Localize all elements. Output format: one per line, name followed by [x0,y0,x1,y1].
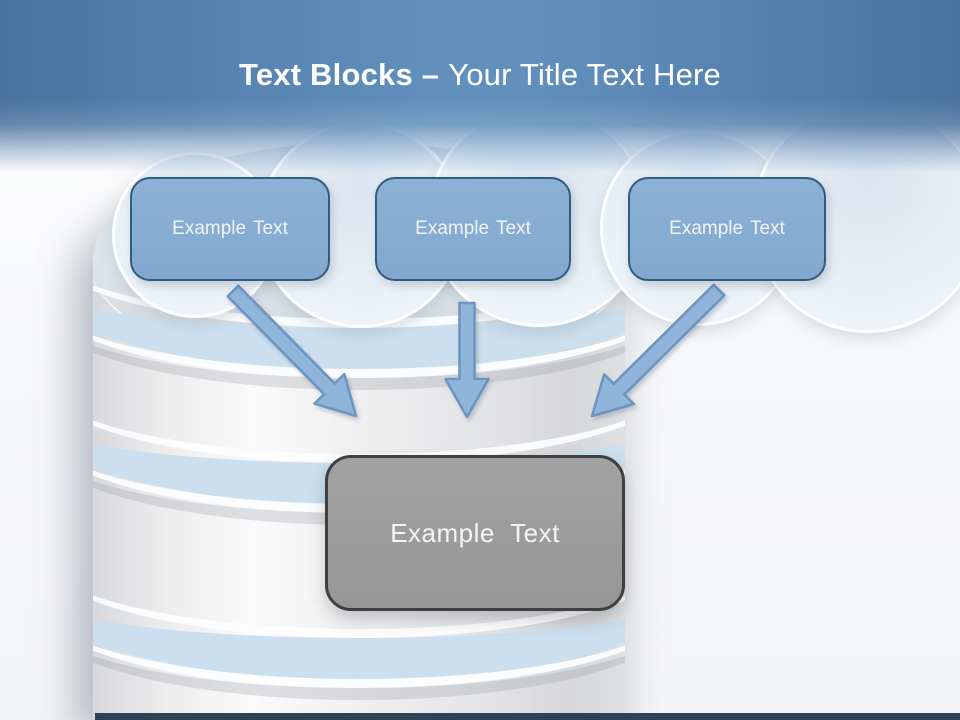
text-block-label: Example Text [415,218,531,239]
title-regular-text: Your Title Text Here [448,57,721,92]
slide-header [0,0,960,178]
footer-accent-bar [95,713,960,720]
text-block-2[interactable]: Example Text [375,177,571,281]
result-block[interactable]: Example Text [325,455,625,611]
text-block-1[interactable]: Example Text [130,177,330,281]
title-bold-text: Text Blocks – [239,57,440,92]
text-block-label: Example Text [172,218,288,239]
result-block-label: Example Text [390,517,560,548]
text-block-label: Example Text [669,218,785,239]
slide-title[interactable]: Text Blocks –Your Title Text Here [0,56,960,93]
text-block-3[interactable]: Example Text [628,177,826,281]
